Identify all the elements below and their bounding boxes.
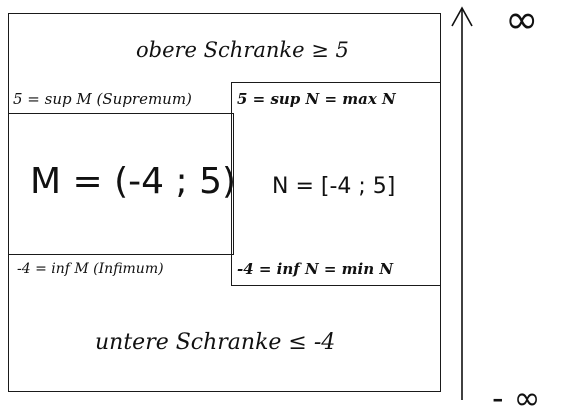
number-line-axis <box>451 6 473 400</box>
positive-infinity-label: ∞ <box>505 0 539 43</box>
set-n-region <box>231 82 441 286</box>
outer-box <box>8 13 441 392</box>
set-m-region <box>8 113 234 255</box>
lower-bound-label: untere Schranke ≤ -4 <box>95 330 336 355</box>
arrow-head-icon <box>451 6 473 27</box>
sup-m-label: 5 = sup M (Supremum) <box>13 90 192 108</box>
set-n-definition: N = [-4 ; 5] <box>272 174 396 199</box>
sup-n-label: 5 = sup N = max N <box>237 90 396 108</box>
set-m-definition: M = (-4 ; 5) <box>30 161 237 202</box>
inf-n-label: -4 = inf N = min N <box>237 260 394 278</box>
upper-bound-label: obere Schranke ≥ 5 <box>136 38 349 62</box>
inf-m-label: -4 = inf M (Infimum) <box>17 261 164 277</box>
negative-infinity-label: - ∞ <box>492 379 541 417</box>
